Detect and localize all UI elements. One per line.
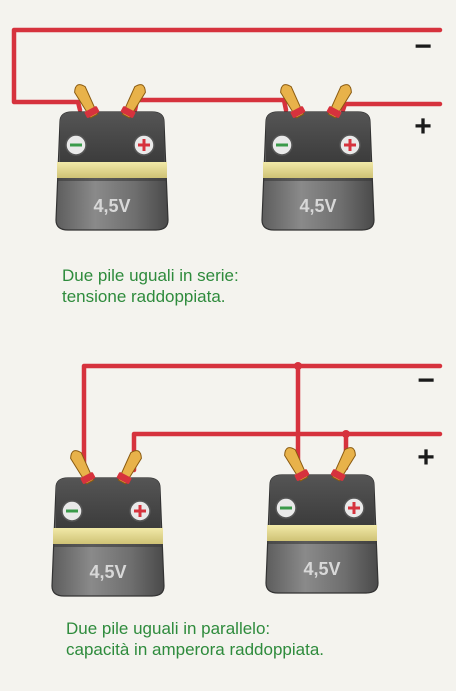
series-battery-2: 4,5V (261, 81, 375, 231)
parallel-negative-sign: − (417, 364, 435, 397)
parallel-battery-2: 4,5V (265, 444, 379, 594)
series-wire-positive (340, 101, 443, 113)
series-caption-line-2: tensione raddoppiata. (62, 287, 226, 306)
parallel-caption-line-2: capacità in amperora raddoppiata. (66, 640, 324, 659)
plus-mark-v-icon (138, 505, 142, 517)
parallel-caption: Due pile uguali in parallelo: capacità i… (66, 618, 324, 660)
series-negative-sign: − (414, 30, 432, 63)
series-caption-line-1: Due pile uguali in serie: (62, 266, 239, 285)
parallel-wire-negative (81, 363, 443, 471)
battery-voltage-label: 4,5V (93, 196, 130, 216)
plus-mark-v-icon (142, 139, 146, 151)
battery-voltage-label: 4,5V (303, 559, 340, 579)
minus-mark-icon (276, 143, 288, 147)
series-positive-sign: + (414, 110, 432, 143)
minus-mark-icon (70, 143, 82, 147)
series-caption: Due pile uguali in serie: tensione raddo… (62, 265, 239, 307)
battery-voltage-label: 4,5V (89, 562, 126, 582)
parallel-positive-sign: + (417, 441, 435, 474)
battery-voltage-label: 4,5V (299, 196, 336, 216)
plus-mark-v-icon (352, 502, 356, 514)
parallel-battery-1: 4,5V (51, 447, 165, 597)
series-wire-negative (11, 27, 443, 113)
plus-mark-v-icon (348, 139, 352, 151)
minus-mark-icon (66, 509, 78, 513)
minus-mark-icon (280, 506, 292, 510)
series-wire-link (132, 97, 289, 113)
junction-negative-icon (294, 362, 302, 370)
parallel-caption-line-1: Due pile uguali in parallelo: (66, 619, 271, 638)
junction-positive-icon (342, 430, 350, 438)
series-battery-1: 4,5V (55, 81, 169, 231)
